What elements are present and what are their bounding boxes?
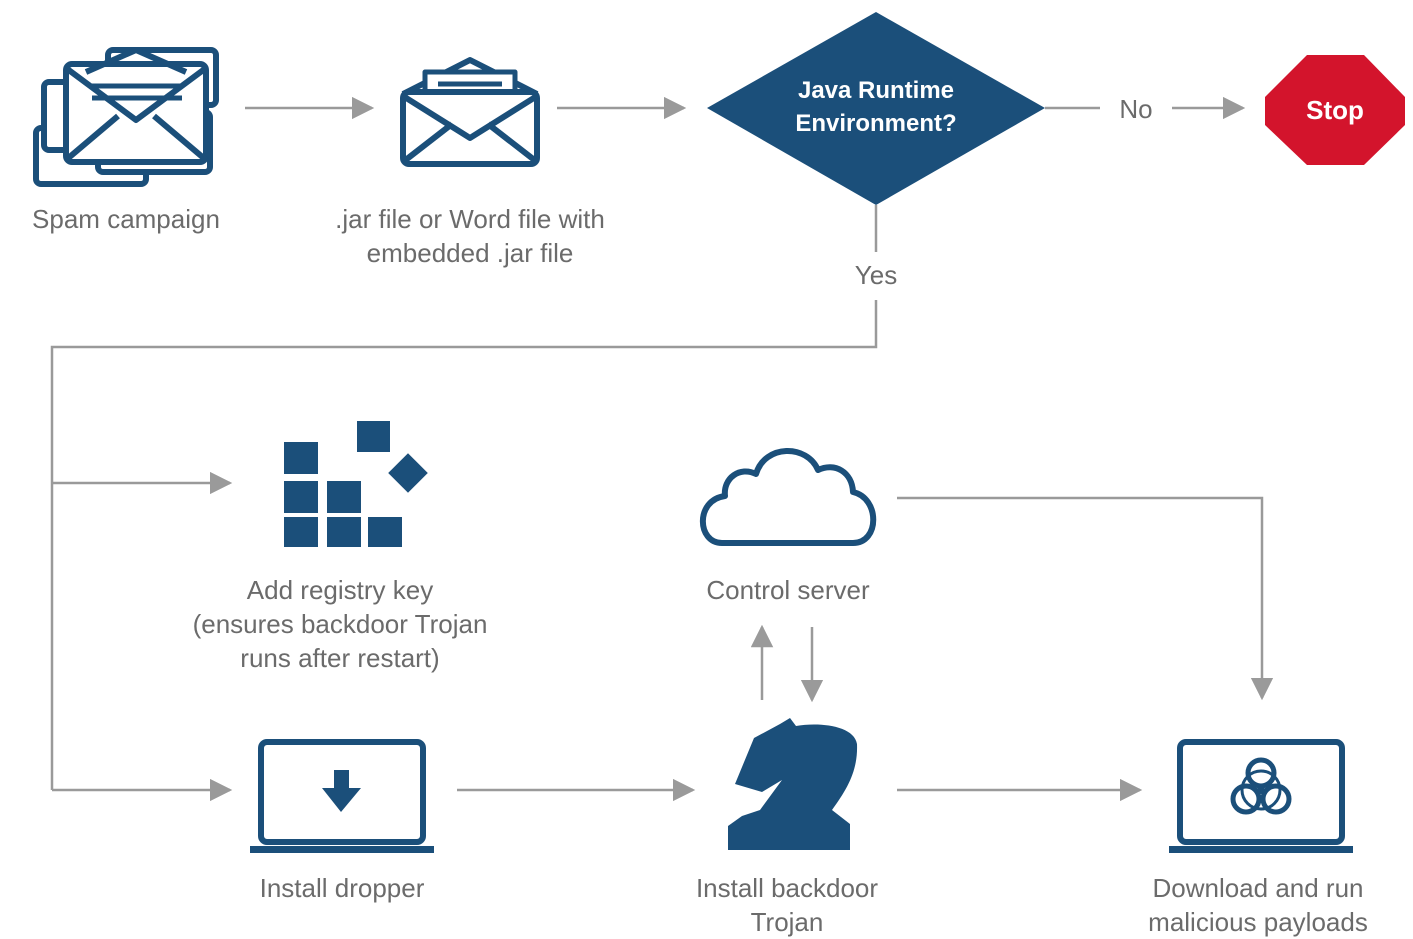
knight-chess-piece-icon [728,718,858,850]
laptop-biohazard-icon [1169,739,1353,853]
registry-key-label-line1: Add registry key [246,575,434,605]
registry-key-label-line2: (ensures backdoor Trojan [192,609,488,639]
jar-file-label-line2: embedded .jar file [366,238,574,268]
decision-label: Java Runtime Environment? [767,74,985,140]
registry-key-label-line3: runs after restart) [240,643,440,673]
arrow-server-to-payloads [897,496,1274,701]
stop-label: Stop [1306,95,1364,125]
download-payloads-label-line2: malicious payloads [1148,907,1368,937]
open-envelope-icon [400,57,540,167]
stop-octagon [1265,55,1405,165]
edge-yes-to-left-trunk [50,300,878,790]
install-dropper-label: Install dropper [259,873,425,903]
install-backdoor-label-line1: Install backdoor [695,873,879,903]
edge-label-yes: Yes [854,260,898,290]
jar-file-label-line1: .jar file or Word file with [335,204,605,234]
download-payloads-label-line1: Download and run [1152,873,1364,903]
install-backdoor-label-line2: Trojan [750,907,824,937]
decision-diamond [707,12,1045,205]
jar-file-label: .jar file or Word file with embedded .ja… [290,202,650,270]
spam-campaign-label: Spam campaign [32,204,220,234]
download-payloads-label: Download and run malicious payloads [1108,871,1408,939]
registry-blocks-icon [284,421,428,547]
cloud-icon [699,448,877,546]
decision-label-line1: Java Runtime [797,77,955,104]
registry-key-label: Add registry key (ensures backdoor Troja… [144,573,536,675]
connectors [50,96,1274,802]
control-server-label: Control server [706,575,870,605]
install-backdoor-label: Install backdoor Trojan [642,871,932,939]
stacked-envelopes-icon [33,47,219,187]
edge-label-no: No [1119,94,1153,124]
decision-label-line2: Environment? [795,110,957,137]
laptop-download-icon [250,739,434,853]
